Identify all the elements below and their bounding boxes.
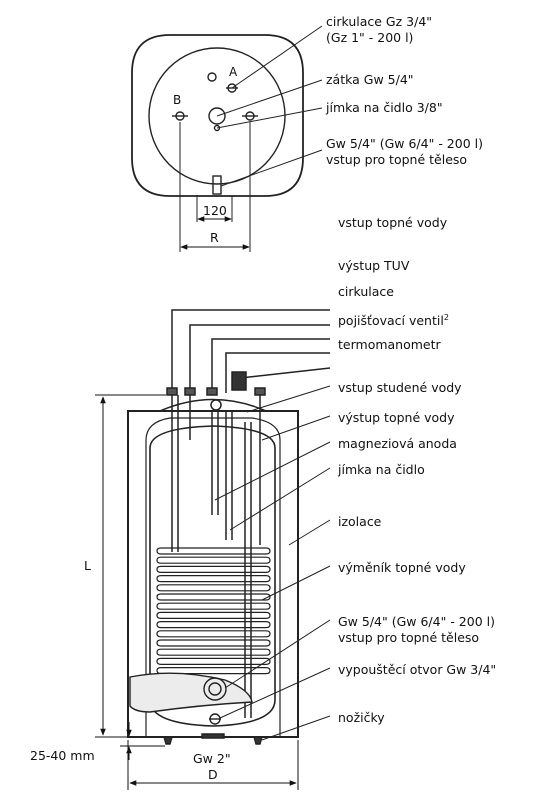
heater-flange-outer xyxy=(203,677,227,701)
coil-loop xyxy=(156,584,271,592)
fitting-2 xyxy=(184,387,196,396)
heater-flange-inner xyxy=(208,682,222,696)
coil-loop xyxy=(156,556,271,564)
coil-loop xyxy=(156,648,271,656)
coil-loop xyxy=(156,575,271,583)
inner-tank xyxy=(149,425,276,727)
fitting-1 xyxy=(166,387,178,396)
thermomanometer-body xyxy=(231,371,247,391)
pipe-safety xyxy=(225,352,330,393)
coil-loop xyxy=(156,565,271,573)
port-a-marker xyxy=(207,72,217,82)
dimension-d: D xyxy=(208,767,218,782)
label-heater-inlet-note-side: vstup pro topné těleso xyxy=(338,630,480,645)
fitting-3 xyxy=(206,387,218,396)
side-view xyxy=(127,309,331,738)
pipe-thermo xyxy=(239,367,331,379)
dimension-l: L xyxy=(84,558,91,573)
dimension-bottom-thread: Gw 2" xyxy=(193,751,231,766)
label-cold-water-in: vstup studené vody xyxy=(338,380,462,395)
top-view xyxy=(131,34,304,252)
label-heat-exchanger: výměník topné vody xyxy=(338,560,466,575)
label-sensor-well: jímka na čidlo 3/8" xyxy=(326,100,443,115)
coil-loop xyxy=(156,657,271,665)
foot-right xyxy=(253,736,263,745)
top-view-leaders xyxy=(216,25,323,187)
dimension-feet-height: 25-40 mm xyxy=(30,748,95,763)
top-view-outer-square xyxy=(131,34,304,197)
coil-loop xyxy=(156,667,271,675)
thermometer-dial xyxy=(210,399,222,411)
label-circulation-note: (Gz 1" - 200 l) xyxy=(326,30,414,45)
coil-loop xyxy=(156,593,271,601)
fitting-4 xyxy=(254,387,266,396)
pipe-heating-in xyxy=(171,309,330,393)
heat-exchanger-coil xyxy=(156,547,271,675)
heater-flange-area xyxy=(129,672,253,713)
coil-loop xyxy=(156,547,271,555)
insulation-boundary xyxy=(145,417,281,737)
pipe-circulation xyxy=(211,338,330,393)
dimension-r: R xyxy=(210,230,219,245)
pipe-hot-out xyxy=(189,324,330,393)
label-heating-water-out: výstup topné vody xyxy=(338,410,455,425)
top-view-inner-circle xyxy=(148,47,286,185)
label-heater-inlet: Gw 5/4" (Gw 6/4" - 200 l) xyxy=(326,136,483,151)
label-thermomanometer: termomanometr xyxy=(338,337,441,352)
coil-loop xyxy=(156,630,271,638)
label-insulation: izolace xyxy=(338,514,382,529)
marker-b: B xyxy=(173,93,182,107)
coil-loop xyxy=(156,602,271,610)
label-sensor-well-side: jímka na čidlo xyxy=(338,462,425,477)
marker-a: A xyxy=(229,65,238,79)
heater-flange-stub xyxy=(212,175,222,195)
label-heater-inlet-note: vstup pro topné těleso xyxy=(326,152,468,167)
coil-loop xyxy=(156,639,271,647)
dimension-120: 120 xyxy=(203,203,227,218)
foot-left xyxy=(163,736,173,745)
label-circulation-side: cirkulace xyxy=(338,284,394,299)
foot-mid xyxy=(201,733,225,739)
label-feet: nožičky xyxy=(338,710,385,725)
safety-valve-footnote: 2 xyxy=(443,313,449,322)
top-view-dimensions xyxy=(180,216,250,250)
label-plug: zátka Gw 5/4" xyxy=(326,72,414,87)
coil-loop xyxy=(156,621,271,629)
port-center-plug xyxy=(208,107,226,125)
label-heater-inlet-side: Gw 5/4" (Gw 6/4" - 200 l) xyxy=(338,614,495,629)
label-circulation: cirkulace Gz 3/4" xyxy=(326,14,433,29)
label-heating-water-in: vstup topné vody xyxy=(338,215,448,230)
side-view-dimensions xyxy=(95,394,299,790)
label-magnesium-anode: magneziová anoda xyxy=(338,436,457,451)
coil-loop xyxy=(156,611,271,619)
side-view-leaders xyxy=(214,385,331,741)
label-hot-water-out: výstup TUV xyxy=(338,258,410,273)
label-safety-valve: pojišťovací ventil2 xyxy=(338,313,449,329)
tank-dome xyxy=(159,398,267,412)
label-drain: vypouštěcí otvor Gw 3/4" xyxy=(338,662,497,677)
side-view-bottom xyxy=(129,672,263,745)
